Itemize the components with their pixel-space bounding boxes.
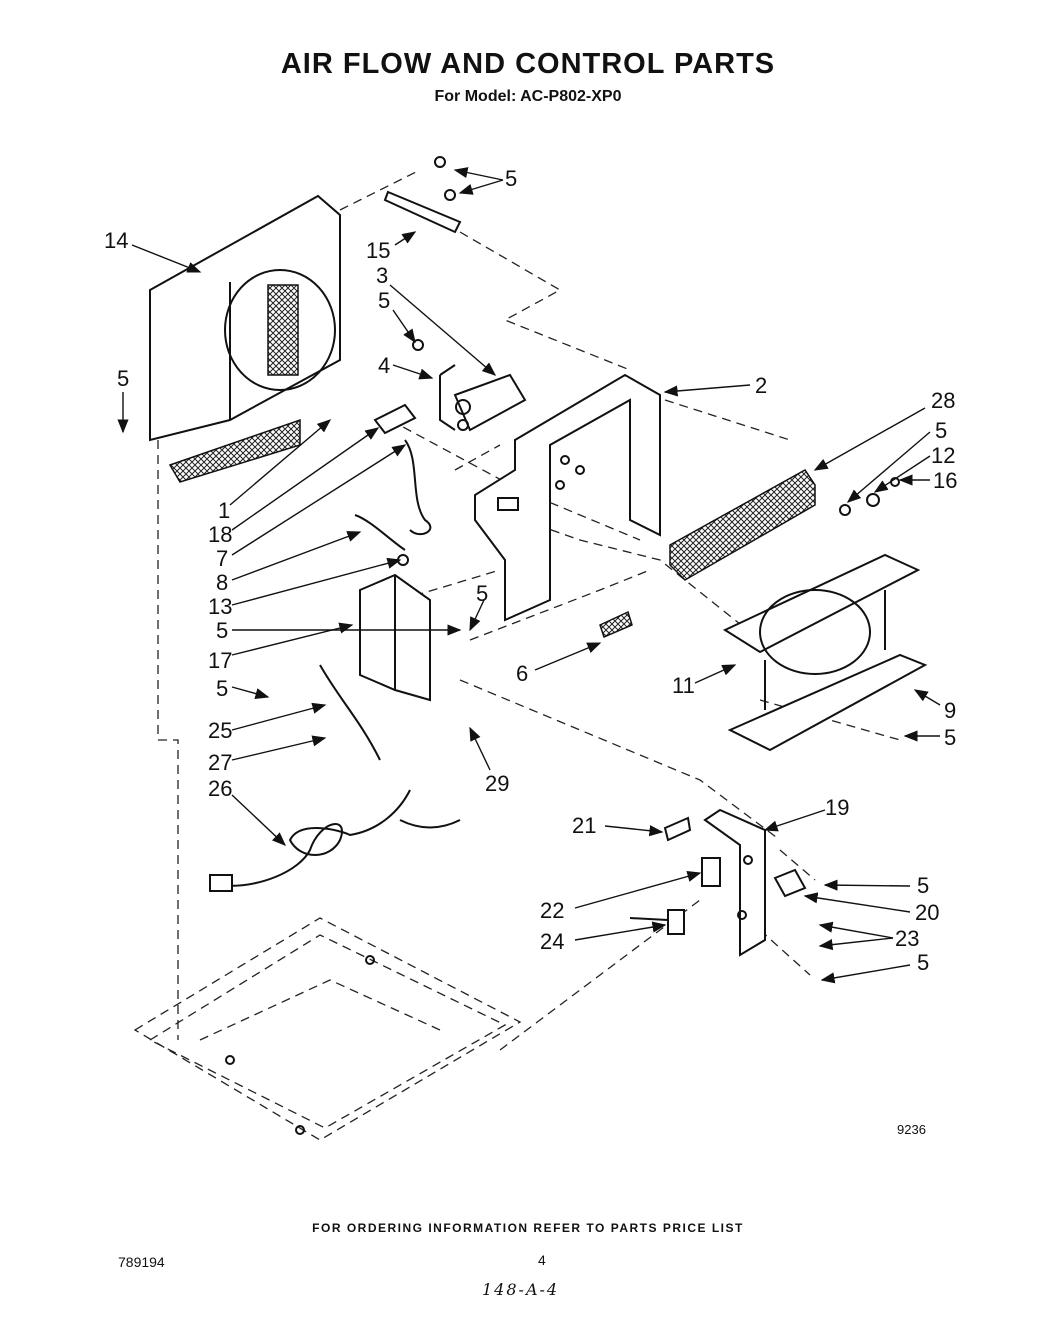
callout-5-left: 5: [117, 366, 130, 391]
scroll-part-9: [722, 553, 928, 752]
control-bracket-part-19: [703, 808, 766, 957]
ordering-info-note: FOR ORDERING INFORMATION REFER TO PARTS …: [312, 1221, 744, 1235]
callout-5-g: 5: [944, 725, 957, 750]
strap-part-4: [439, 364, 456, 431]
callout-5-f: 5: [476, 581, 489, 606]
callout-22: 22: [540, 898, 565, 923]
screws-top: [412, 156, 456, 351]
panel-part-17: [359, 573, 431, 702]
callout-15: 15: [366, 238, 391, 263]
callout-5-c: 5: [935, 418, 948, 443]
callout-16: 16: [933, 468, 958, 493]
callout-17: 17: [208, 648, 233, 673]
callout-14: 14: [104, 228, 129, 253]
page-title: AIR FLOW AND CONTROL PARTS: [280, 48, 776, 80]
callout-9: 9: [944, 698, 957, 723]
callout-25: 25: [208, 718, 233, 743]
handwritten-code: 148-A-4: [482, 1280, 560, 1299]
clip-part-18: [373, 403, 417, 435]
callout-7: 7: [216, 546, 229, 571]
callout-11: 11: [672, 673, 695, 698]
drawing-number: 9236: [897, 1122, 926, 1137]
callout-27: 27: [208, 750, 233, 775]
callout-2: 2: [755, 373, 768, 398]
callout-5-top: 5: [505, 166, 518, 191]
callout-5-b: 5: [378, 288, 391, 313]
callout-28: 28: [931, 388, 956, 413]
callout-24: 24: [540, 929, 565, 954]
model-subtitle: For Model: AC-P802-XP0: [434, 88, 622, 105]
pad-part-6: [599, 610, 633, 639]
callout-18: 18: [208, 522, 233, 547]
callout-8: 8: [216, 570, 229, 595]
callout-23: 23: [895, 926, 920, 951]
page-number: 4: [538, 1252, 546, 1268]
leader-lines: [117, 167, 941, 984]
callout-5-d: 5: [216, 618, 229, 643]
power-cord-part-26: [209, 789, 461, 892]
callout-19: 19: [825, 795, 850, 820]
switch-part-24: [629, 909, 685, 935]
document-number: 789194: [118, 1254, 165, 1270]
callout-1: 1: [218, 498, 231, 523]
capacitor-part-3: [453, 373, 527, 432]
part-21: [663, 816, 692, 842]
callout-5-h: 5: [917, 873, 930, 898]
callout-26: 26: [208, 776, 233, 801]
grille-part-28: [669, 469, 816, 581]
wire-part-25: [319, 664, 381, 761]
front-panel-part-14: [149, 194, 341, 442]
base-pan: [133, 917, 522, 1141]
callout-29: 29: [485, 771, 510, 796]
callout-4: 4: [378, 353, 391, 378]
wire-part-7-8: [354, 439, 432, 566]
switch-part-22: [701, 857, 721, 887]
callout-5-i: 5: [917, 950, 930, 975]
callout-21: 21: [572, 813, 597, 838]
callout-6: 6: [516, 661, 529, 686]
callout-3: 3: [376, 263, 389, 288]
callout-12: 12: [931, 443, 956, 468]
knob-part-20: [773, 868, 807, 898]
control-housing-part-2: [474, 373, 661, 622]
callout-5-e: 5: [216, 676, 229, 701]
callout-13: 13: [208, 594, 233, 619]
bracket-part-15: [383, 190, 462, 234]
callout-20: 20: [915, 900, 940, 925]
